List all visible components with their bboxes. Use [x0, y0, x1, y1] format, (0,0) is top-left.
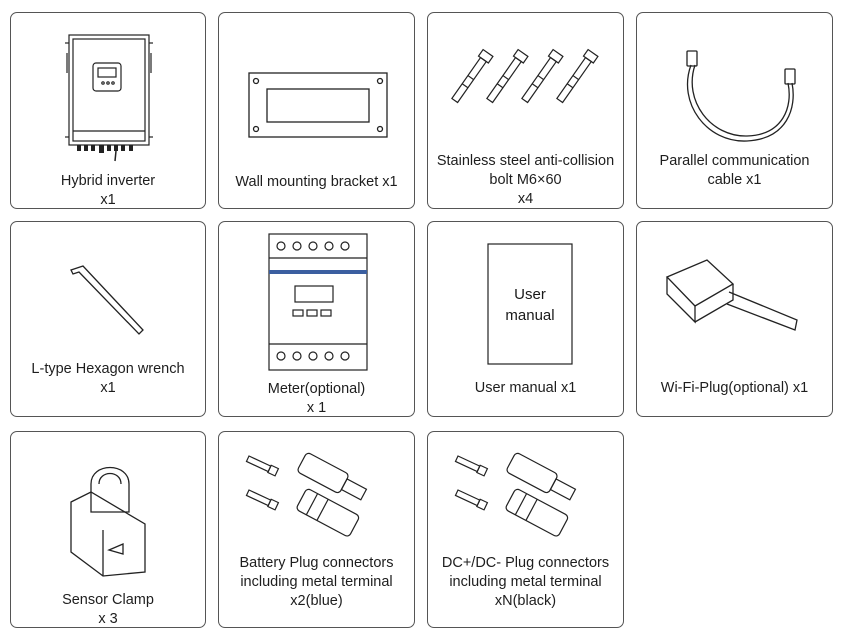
battery-connector-illustration: [245, 452, 368, 537]
hex-wrench-illustration: [70, 265, 144, 335]
item-caption: User manual x1: [474, 380, 577, 396]
item-caption: Wi-Fi-Plug(optional) x1: [660, 380, 809, 396]
manual-illustration: [487, 243, 573, 365]
wall-bracket-illustration: [248, 72, 388, 138]
sensor-clamp-illustration: [70, 466, 146, 577]
dc-connector-illustration: [454, 452, 577, 537]
cable-illustration: [686, 50, 796, 142]
hybrid-inverter-illustration: [65, 34, 153, 162]
bolt-illustration: [451, 48, 599, 104]
item-caption: Wall mounting bracket x1: [235, 174, 398, 190]
item-card-meter: Meter(optional)x 1: [218, 221, 415, 417]
item-card-wifi-plug: Wi-Fi-Plug(optional) x1: [636, 221, 833, 417]
item-caption: Meter(optional)x 1: [267, 381, 366, 416]
wifi-plug-illustration: [665, 259, 798, 331]
item-card-wall-mounting-bracket: Wall mounting bracket x1: [218, 12, 415, 209]
meter-illustration: [268, 233, 368, 371]
